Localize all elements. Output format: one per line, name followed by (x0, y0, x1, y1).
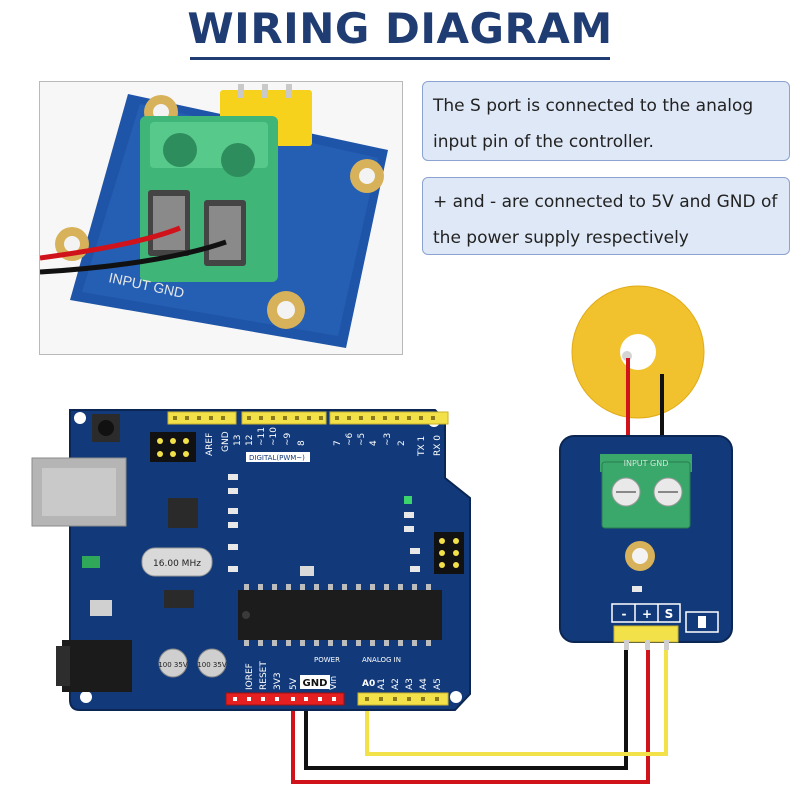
photo-wire-red (40, 225, 181, 261)
sensor-pin-header (613, 625, 679, 643)
arduino-uno-board: AREF GND 13 12 ~11 ~10 ~9 8 7 ~6 ~5 4 ~3… (31, 409, 471, 711)
capacitor-label: 100 35V (158, 661, 187, 669)
crystal-oscillator (141, 547, 213, 577)
pin-label-minus: - (622, 607, 627, 621)
uno-mount-hole (74, 412, 86, 424)
crystal-label: 16.00 MHz (153, 559, 201, 569)
note-signal-port: The S port is connected to the analog in… (422, 81, 790, 161)
status-led (82, 556, 100, 568)
header-analog (357, 692, 449, 706)
analog-header-label: ANALOG IN (362, 656, 401, 664)
sensor-silk-symbol (685, 611, 719, 633)
smd-component (300, 566, 314, 576)
sensor-pin-labels (611, 603, 681, 623)
power-led (404, 496, 412, 504)
analog-pin-label: A3 (405, 678, 415, 690)
wire-5v-red (291, 644, 650, 784)
capacitor (158, 648, 188, 678)
header-aref-gnd (167, 411, 237, 425)
wire-signal-yellow (365, 644, 668, 756)
label-gnd-top: GND (221, 431, 231, 452)
uno-mount-hole (80, 691, 92, 703)
digital-pin-label: 12 (245, 435, 255, 446)
atmega-chip (238, 590, 442, 640)
capacitor-label: 100 35V (197, 661, 226, 669)
label-aref: AREF (205, 433, 215, 456)
digital-pin-label: ~5 (357, 433, 367, 446)
usb-chip (168, 498, 198, 528)
icsp-header-right (434, 532, 464, 574)
analog-pin-label: A1 (377, 678, 387, 690)
title-underline (190, 57, 610, 60)
digital-pin-label: 13 (233, 435, 243, 446)
digital-pin-label: RX 0 (433, 435, 443, 456)
module-photo: INPUT GND (40, 82, 402, 354)
digital-pin-label: TX 1 (417, 436, 427, 457)
pin-label-signal: S (665, 607, 674, 621)
digital-pin-label: ~11 (257, 427, 267, 446)
analog-pin-label: A4 (419, 678, 429, 690)
pin-label-plus: + (642, 607, 652, 621)
analog-pin-label: A5 (433, 678, 443, 690)
analog-pin-label-a0: A0 (362, 679, 375, 689)
capacitor (197, 648, 227, 678)
power-pin-label: 3V3 (273, 672, 283, 690)
digital-pin-label: ~10 (269, 427, 279, 446)
digital-pin-label: 4 (369, 440, 379, 446)
terminal-label: INPUT GND (624, 459, 669, 468)
note-power-pins: + and - are connected to 5V and GND of t… (422, 177, 790, 255)
digital-pwm-label-bg (246, 452, 310, 462)
smd-component (90, 600, 112, 616)
digital-pin-label: ~3 (383, 433, 393, 446)
uno-mount-hole (450, 691, 462, 703)
power-header-label: POWER (314, 656, 340, 664)
regulator (164, 590, 194, 608)
power-pin-label-gnd: GND (303, 678, 328, 689)
gnd-label-box (300, 675, 330, 689)
digital-pin-label: ~6 (345, 432, 355, 446)
digital-pin-label: ~9 (283, 432, 293, 446)
digital-pin-label: 8 (297, 440, 307, 446)
piezo-disc (571, 285, 705, 419)
power-jack (62, 640, 132, 692)
piezo-sensor-module: INPUT GND - + S (559, 435, 733, 650)
digital-pin-label: 7 (333, 440, 343, 446)
icsp-header-top (150, 432, 196, 462)
page-title: WIRING DIAGRAM (187, 4, 613, 53)
analog-pin-label: A2 (391, 678, 401, 690)
digital-pin-label: 2 (397, 440, 407, 446)
power-pin-label: Vin (329, 676, 339, 690)
power-pin-label: RESET (259, 661, 269, 690)
power-pin-label: IOREF (245, 663, 255, 690)
photo-wire-black (40, 239, 227, 275)
header-digital-low (329, 411, 449, 425)
digital-pwm-label: DIGITAL(PWM~) (249, 454, 305, 462)
power-pin-label-5v: 5V (289, 677, 299, 690)
header-power (225, 692, 345, 706)
wire-gnd-black (304, 644, 628, 770)
